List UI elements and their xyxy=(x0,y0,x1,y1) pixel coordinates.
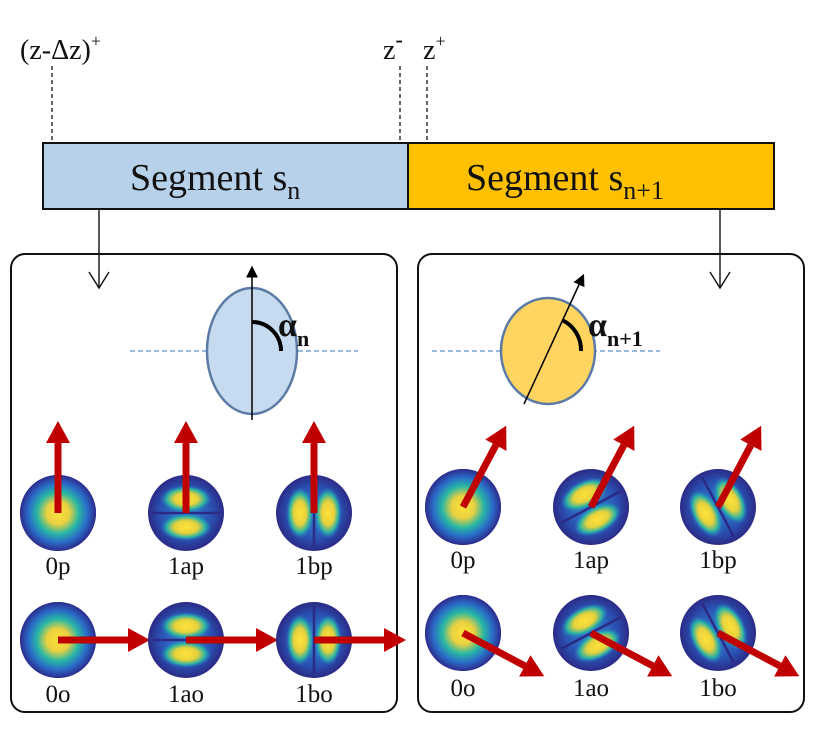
axis-arrow-n1 xyxy=(523,273,585,405)
segment-n-label: Segment sn xyxy=(130,157,300,205)
label-z-minus-dz-plus: (z-Δz)+ xyxy=(20,31,101,66)
segment-n1-bar xyxy=(407,142,775,210)
mode-label-left-0o: 0o xyxy=(46,681,71,708)
mode-right-0o-polarization-arrow xyxy=(461,629,545,677)
mode-left-1ao-polarization-arrow xyxy=(186,628,278,652)
mode-left-1ao xyxy=(148,602,278,678)
orientation-diagram-n: αn xyxy=(130,265,358,420)
mode-left-1ap xyxy=(148,421,224,551)
mode-left-1bp-polarization-arrow xyxy=(302,421,326,513)
mode-right-1bo xyxy=(680,595,800,677)
down-arrow-right xyxy=(709,209,731,290)
mode-label-left-1ap: 1ap xyxy=(168,553,204,580)
mode-label-right-1bp: 1bp xyxy=(699,547,737,574)
mode-right-1ao xyxy=(553,595,673,677)
mode-label-right-1bo: 1bo xyxy=(699,675,737,702)
mode-right-1ap-polarization-arrow xyxy=(587,425,635,509)
mode-right-1bo-polarization-arrow xyxy=(716,629,800,677)
mode-right-1ao-polarization-arrow xyxy=(589,629,673,677)
mode-label-left-0p: 0p xyxy=(46,553,71,580)
mode-label-left-1ao: 1ao xyxy=(168,681,204,708)
mode-left-1bo xyxy=(276,602,406,678)
alpha-n-label: αn xyxy=(278,307,309,351)
alpha-n1-label: αn+1 xyxy=(588,307,643,351)
mode-label-right-0o: 0o xyxy=(451,675,476,702)
mode-right-1bp-polarization-arrow xyxy=(714,425,762,509)
mode-left-0p-polarization-arrow xyxy=(46,421,70,513)
mode-label-right-0p: 0p xyxy=(451,547,476,574)
mode-left-0p xyxy=(20,421,96,551)
mode-label-left-1bo: 1bo xyxy=(295,681,333,708)
mode-right-1bp xyxy=(680,425,762,545)
mode-right-0p-polarization-arrow xyxy=(459,425,507,509)
label-z-minus: z- xyxy=(383,27,403,66)
mode-label-left-1bp: 1bp xyxy=(295,553,333,580)
segment-n1-label: Segment sn+1 xyxy=(466,157,664,205)
mode-right-1ap xyxy=(553,425,635,545)
label-z-plus: z+ xyxy=(423,31,446,66)
mode-left-1ap-polarization-arrow xyxy=(174,421,198,513)
angle-arc-n1 xyxy=(561,318,584,352)
mode-layer xyxy=(20,421,800,678)
mode-left-0o-polarization-arrow xyxy=(58,628,150,652)
mode-left-1bp xyxy=(276,421,352,551)
mode-label-right-1ap: 1ap xyxy=(573,547,609,574)
mode-left-0o xyxy=(20,602,150,678)
orientation-diagram-n1: αn+1 xyxy=(432,273,660,406)
mode-left-1bo-polarization-arrow xyxy=(314,628,406,652)
mode-right-0p xyxy=(425,425,507,545)
mode-right-0o xyxy=(425,595,545,677)
down-arrow-left xyxy=(88,209,110,290)
mode-label-right-1ao: 1ao xyxy=(573,675,609,702)
segment-n-bar xyxy=(42,142,409,210)
angle-arc-n xyxy=(251,320,283,352)
